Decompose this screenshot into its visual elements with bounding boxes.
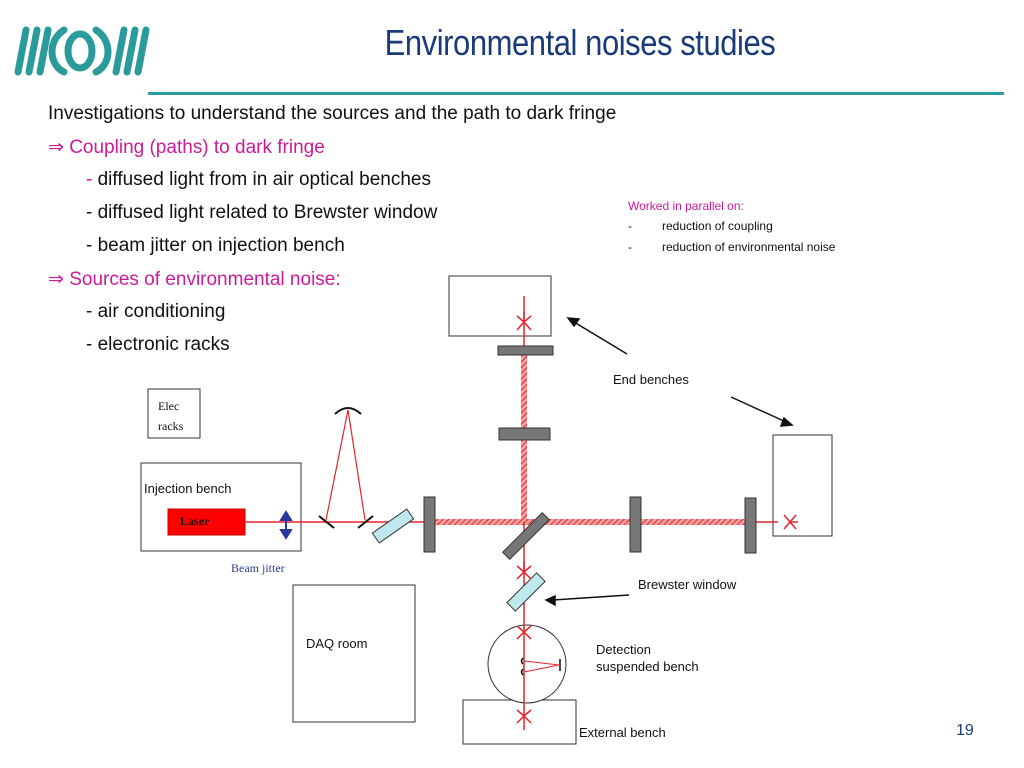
detection-mirror — [520, 668, 524, 676]
beam-to-curved-mirror — [325, 409, 349, 521]
coupling-item: - beam jitter on injection bench — [86, 235, 345, 256]
external-bench-label: External bench — [579, 725, 666, 740]
parallel-item-label: reduction of environmental noise — [662, 240, 836, 254]
parallel-item: -reduction of coupling — [628, 219, 773, 233]
daq-room-box — [292, 584, 416, 723]
logo — [14, 26, 150, 76]
scatter-arrows-icon — [516, 312, 798, 724]
sources-heading-label: Sources of environmental noise: — [69, 269, 341, 290]
laser-label: Laser — [180, 514, 210, 528]
sources-item: - electronic racks — [86, 334, 230, 355]
coupling-item-label: diffused light from in air optical bench… — [97, 169, 431, 190]
pointer-arrow-icon — [544, 317, 794, 607]
mirror-west — [423, 496, 436, 553]
parallel-item: -reduction of environmental noise — [628, 240, 836, 254]
coupling-heading-label: Coupling (paths) to dark fringe — [69, 137, 325, 158]
mirror-east-input — [629, 496, 642, 553]
detection-bench-circle — [487, 624, 567, 704]
detection-beam — [523, 660, 560, 666]
sources-heading: ⇒ Sources of environmental noise: — [48, 268, 341, 291]
implies-arrow-icon: ⇒ — [48, 269, 64, 290]
end-benches-label: End benches — [613, 372, 689, 387]
intro-text: Investigations to understand the sources… — [48, 103, 617, 124]
arm-beam-west — [430, 519, 630, 525]
end-bench-north-box — [448, 275, 552, 337]
brewster-window-detection — [506, 572, 546, 612]
end-bench-east-box — [772, 434, 833, 537]
curved-mirror — [334, 407, 362, 415]
coupling-item: - diffused light from in air optical ben… — [86, 169, 431, 190]
injection-bench-label: Injection bench — [144, 481, 232, 496]
injection-mirror — [357, 515, 374, 529]
arm-beam-east — [636, 519, 748, 525]
mirror-north-input — [498, 427, 551, 441]
title-divider — [148, 92, 1004, 95]
parallel-item-label: reduction of coupling — [662, 219, 773, 233]
coupling-item: - diffused light related to Brewster win… — [86, 202, 438, 223]
parallel-heading: Worked in parallel on: — [628, 199, 744, 213]
implies-arrow-icon: ⇒ — [48, 137, 64, 158]
injection-bench-box — [140, 462, 302, 552]
beam-jitter-arrow-icon — [279, 510, 293, 540]
page-number: 19 — [956, 722, 974, 739]
detection-bench-label: Detection suspended bench — [596, 642, 699, 674]
mirror-east — [744, 497, 757, 554]
page-title: Environmental noises studies — [384, 22, 776, 63]
detection-beam — [523, 664, 560, 673]
coupling-item-label: beam jitter on injection bench — [97, 235, 345, 256]
external-bench-box — [462, 699, 577, 745]
injection-mirror — [318, 515, 335, 529]
brewster-window-injection — [371, 508, 415, 544]
mirror-north — [497, 345, 554, 356]
coupling-heading: ⇒ Coupling (paths) to dark fringe — [48, 136, 325, 159]
daq-room-label: DAQ room — [306, 636, 368, 651]
beam-jitter-label: Beam jitter — [231, 561, 285, 575]
arm-beam-north-lower — [521, 438, 527, 522]
sources-item: - air conditioning — [86, 301, 226, 322]
beam-splitter — [501, 511, 551, 561]
elec-racks-label: Elec racks — [158, 399, 184, 433]
elec-racks-box — [147, 388, 201, 439]
beam-from-curved-mirror — [347, 409, 366, 521]
coupling-item-label: diffused light related to Brewster windo… — [97, 202, 438, 223]
detection-mirror — [520, 657, 524, 665]
brewster-window-label: Brewster window — [638, 577, 737, 592]
arm-beam-north — [521, 355, 527, 430]
laser-box — [167, 508, 246, 536]
